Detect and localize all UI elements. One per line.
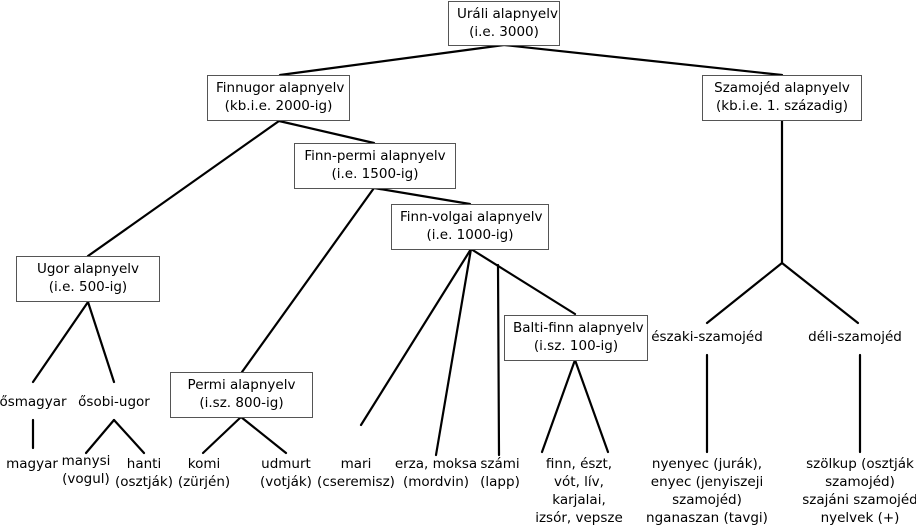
node-deli-szamojed: déli-szamojéd: [800, 328, 910, 346]
node-baltifinn-alapnyelv: Balti-finn alapnyelv (i.sz. 100-ig): [504, 315, 648, 361]
leaf-manysi: manysi (vogul): [58, 452, 114, 488]
leaf-line: (lapp): [480, 474, 520, 490]
node-permi-alapnyelv: Permi alapnyelv (i.sz. 800-ig): [170, 372, 313, 418]
leaf-line: szamojéd): [672, 492, 742, 508]
edge-szamojed-eszaki: [705, 261, 784, 325]
node-name: Permi alapnyelv: [187, 377, 296, 393]
leaf-line: karjalai,: [552, 492, 606, 508]
node-ugor-alapnyelv: Ugor alapnyelv (i.e. 500-ig): [16, 256, 160, 302]
node-name: Finnugor alapnyelv: [216, 80, 345, 96]
node-osobiugor: ősobi-ugor: [76, 393, 152, 411]
edge-permi-komi: [201, 415, 243, 455]
leaf-line: komi: [187, 456, 221, 472]
node-date: (i.e. 1000-ig): [426, 227, 514, 243]
node-urali-alapnyelv: Uráli alapnyelv (i.e. 3000): [448, 1, 560, 46]
edge-finnvolgai-mari: [359, 247, 473, 427]
node-finnpermi-alapnyelv: Finn-permi alapnyelv (i.e. 1500-ig): [294, 143, 456, 189]
node-name: Finn-permi alapnyelv: [304, 148, 446, 164]
leaf-eszaki-szamojed-langs: nyenyec (jurák), enyec (jenyiszeji szamo…: [640, 455, 774, 527]
edge-urali-szamojed: [502, 43, 784, 77]
node-name: Uráli alapnyelv: [457, 6, 558, 22]
edge-osobiugor-manysi: [84, 418, 116, 455]
edge-baltifinn-left: [540, 358, 577, 454]
leaf-baltifinn-langs: finn, észt, vót, lív, karjalai, izsór, v…: [531, 455, 627, 527]
leaf-line: szamojéd): [825, 474, 895, 490]
node-name: Finn-volgai alapnyelv: [400, 209, 543, 225]
edge-baltifinn-right: [573, 358, 610, 454]
edge-finnpermi-finnvolgai: [372, 186, 472, 206]
leaf-line: finn, észt,: [545, 456, 613, 472]
edge-finnpermi-permi: [240, 186, 376, 374]
leaf-udmurt: udmurt (votják): [256, 455, 316, 491]
leaf-line: nyelvek (+): [820, 510, 900, 526]
edge-finnvolgai-szami: [496, 263, 501, 457]
leaf-line: vót, lív,: [554, 474, 604, 490]
node-name: déli-szamojéd: [808, 329, 902, 345]
leaf-hanti: hanti (osztják): [112, 455, 176, 491]
leaf-magyar: magyar: [2, 455, 62, 473]
leaf-line: manysi: [61, 453, 111, 469]
edge-ugor-osmagyar: [31, 300, 90, 384]
node-eszaki-szamojed: északi-szamojéd: [647, 328, 767, 346]
leaf-line: számi: [480, 456, 520, 472]
leaf-line: izsór, vepsze: [535, 510, 623, 526]
edge-ugor-osobiugor: [86, 300, 116, 384]
node-date: (i.e. 1500-ig): [331, 166, 419, 182]
node-name: Balti-finn alapnyelv: [513, 320, 644, 336]
edge-finnvolgai-mordvin: [434, 247, 473, 457]
leaf-deli-szamojed-langs: szölkup (osztják szamojéd) szajáni szamo…: [800, 455, 916, 527]
node-date: (i.e. 500-ig): [48, 279, 128, 295]
edge-finnugor-ugor: [86, 119, 281, 258]
node-date: (i.sz. 800-ig): [199, 395, 284, 411]
leaf-line: (vogul): [62, 471, 110, 487]
leaf-line: szajáni szamojéd: [802, 492, 916, 508]
leaf-line: hanti: [126, 456, 162, 472]
leaf-line: (zürjén): [177, 474, 231, 490]
leaf-komi: komi (zürjén): [174, 455, 234, 491]
node-finnvolgai-alapnyelv: Finn-volgai alapnyelv (i.e. 1000-ig): [391, 204, 549, 250]
node-osmagyar: ősmagyar: [0, 393, 70, 411]
node-date: (i.e. 3000): [469, 24, 539, 40]
node-name: Szamojéd alapnyelv: [714, 80, 850, 96]
node-name: ősmagyar: [0, 394, 67, 410]
node-name: ősobi-ugor: [78, 394, 150, 410]
leaf-line: udmurt: [261, 456, 311, 472]
node-finnugor-alapnyelv: Finnugor alapnyelv (kb.i.e. 2000-ig): [207, 75, 350, 121]
edge-osobiugor-hanti: [112, 418, 146, 455]
leaf-szami: számi (lapp): [478, 455, 522, 491]
node-name: északi-szamojéd: [651, 329, 763, 345]
edge-permi-udmurt: [239, 415, 288, 455]
leaf-line: magyar: [6, 456, 58, 472]
edge-urali-finnugor: [278, 43, 506, 77]
node-date: (kb.i.e. 1. századig): [716, 98, 848, 114]
node-date: (kb.i.e. 2000-ig): [224, 98, 333, 114]
leaf-line: enyec (jenyiszeji: [650, 474, 764, 490]
leaf-line: (mordvin): [402, 474, 470, 490]
edge-szamojed-deli: [780, 261, 860, 325]
leaf-line: (cseremisz): [317, 474, 395, 490]
leaf-line: (osztják): [114, 474, 174, 490]
leaf-line: nganaszan (tavgi): [646, 510, 768, 526]
node-date: (i.sz. 100-ig): [533, 338, 619, 354]
leaf-mari: mari (cseremisz): [316, 455, 396, 491]
node-name: Ugor alapnyelv: [36, 261, 139, 277]
edge-finnugor-finnpermi: [277, 119, 376, 145]
leaf-mordvin: erza, moksa (mordvin): [394, 455, 478, 491]
node-szamojed-alapnyelv: Szamojéd alapnyelv (kb.i.e. 1. századig): [702, 75, 862, 121]
leaf-line: mari: [340, 456, 372, 472]
leaf-line: (votják): [260, 474, 312, 490]
leaf-line: erza, moksa: [394, 456, 478, 472]
leaf-line: szölkup (osztják: [806, 456, 914, 472]
edge-finnvolgai-baltifinn: [469, 247, 577, 316]
leaf-line: nyenyec (jurák),: [651, 456, 763, 472]
